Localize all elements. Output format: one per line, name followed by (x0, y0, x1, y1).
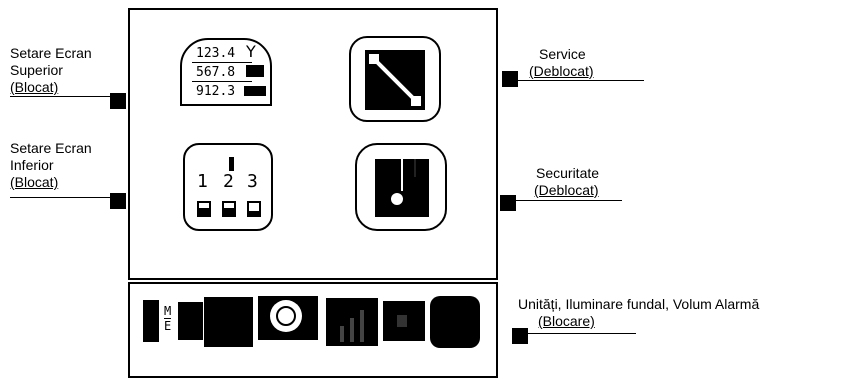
security-button[interactable] (355, 143, 447, 231)
top-screen-leader (10, 96, 122, 97)
bar-leader (520, 333, 636, 334)
volume-bars-icon[interactable] (326, 298, 378, 346)
bottom-screen-icon[interactable]: 1 2 3 (183, 143, 273, 231)
lock-icon (375, 159, 429, 217)
security-leader (510, 200, 622, 201)
selector-mark (229, 157, 234, 171)
settings-panel (128, 8, 498, 280)
display-block (204, 297, 253, 347)
bar-marker (512, 328, 528, 344)
service-marker (502, 71, 518, 87)
backlight-button[interactable] (258, 296, 318, 340)
top-screen-marker (110, 93, 126, 109)
wrench-icon (365, 50, 425, 110)
backlight-icon (270, 300, 302, 332)
speaker-icon[interactable] (383, 301, 425, 341)
service-leader (508, 80, 644, 81)
bottom-screen-leader (10, 197, 122, 198)
bottom-screen-marker (110, 193, 126, 209)
security-label: Securitate (Deblocat) (534, 165, 600, 198)
bottom-screen-label: Setare Ecran Inferior (Blocat) (10, 140, 92, 190)
alarm-block (430, 296, 480, 348)
units-icon[interactable]: M E (143, 300, 203, 342)
service-label: Service (Deblocat) (529, 46, 594, 79)
security-marker (500, 195, 516, 211)
top-screen-label: Setare Ecran Superior (Blocat) (10, 45, 92, 95)
bar-label: Unități, Iluminare fundal, Volum Alarmă … (518, 296, 760, 329)
top-screen-icon[interactable]: 123.4 Y 567.8 912.3 (180, 38, 272, 106)
service-button[interactable] (349, 36, 441, 122)
antenna-icon: Y (246, 42, 256, 61)
